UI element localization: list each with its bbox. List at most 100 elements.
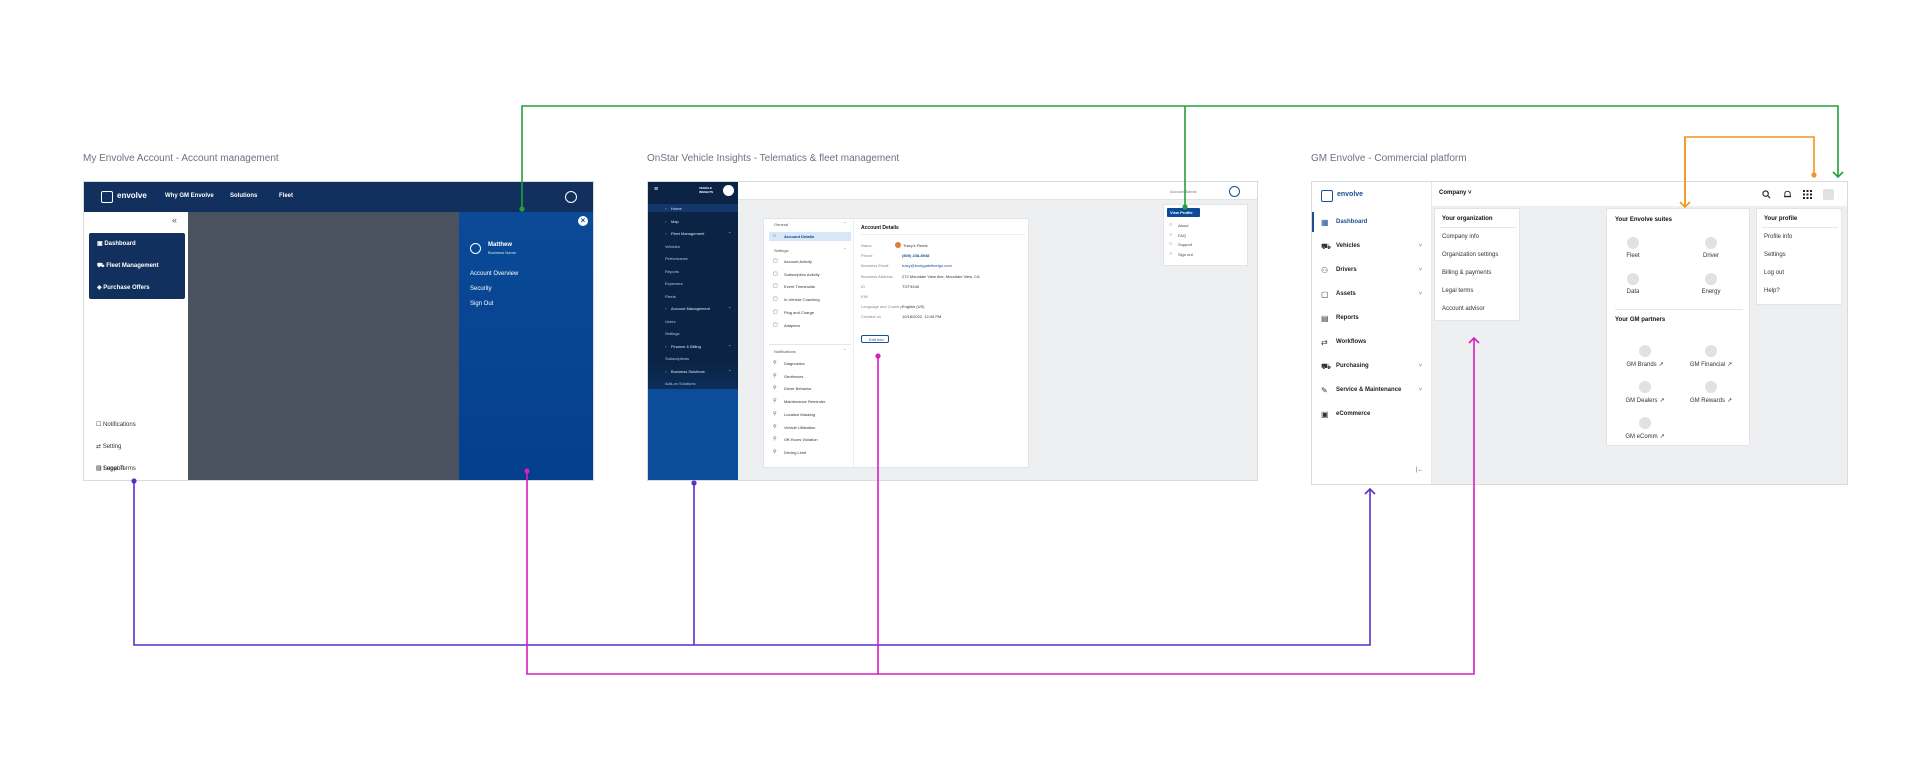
gm-nav-item[interactable]: Reports <box>1336 315 1359 321</box>
organization-menu-item[interactable]: Legal terms <box>1442 288 1474 294</box>
gm-nav-item[interactable]: eCommerce <box>1336 411 1371 417</box>
chevron-up-icon[interactable]: ⌃ <box>728 368 732 374</box>
onstar-nav-item[interactable]: ◦Finance & Billing <box>665 344 701 349</box>
nav-item-fleet[interactable]: Fleet <box>279 193 294 199</box>
settings-item-account-details[interactable]: ○ Account Details <box>769 232 851 241</box>
onstar-nav-item[interactable]: Add-on Solutions <box>665 381 695 386</box>
apps-grid-icon[interactable] <box>1803 190 1812 199</box>
collapse-sidebar-icon[interactable]: |← <box>1416 467 1424 473</box>
settings-item[interactable]: Subscription Activity <box>784 271 820 277</box>
chevron-up-icon[interactable]: ⌃ <box>843 348 847 353</box>
collapse-sidebar-icon[interactable]: « <box>172 215 178 225</box>
partner-link[interactable]: GM eComm↗ <box>1625 433 1664 440</box>
partner-link[interactable]: GM Dealers↗ <box>1625 397 1664 404</box>
suite-item[interactable]: Energy <box>1701 289 1721 295</box>
chevron-up-icon[interactable]: ⌃ <box>843 247 847 252</box>
profile-menu-item[interactable]: Support <box>1178 242 1193 247</box>
notification-item[interactable]: Off-Hours Violation <box>784 437 818 443</box>
sidebar-item-fleet-management[interactable]: ⛟ Fleet Management <box>97 262 159 270</box>
chevron-down-icon[interactable]: ˅ <box>1419 291 1422 297</box>
profile-menu-item[interactable]: Help? <box>1764 288 1780 294</box>
chevron-up-icon[interactable]: ⌃ <box>728 306 732 311</box>
profile-avatar-button[interactable] <box>565 191 577 203</box>
gm-nav-item[interactable]: Purchasing <box>1336 363 1369 369</box>
chevron-down-icon[interactable]: ˅ <box>1419 363 1422 369</box>
gm-nav-item[interactable]: Assets <box>1336 291 1356 297</box>
nav-item-solutions[interactable]: Solutions <box>230 193 258 199</box>
notification-item[interactable]: Driver Behavior <box>784 386 812 392</box>
link-sign-out[interactable]: Sign Out <box>470 301 494 307</box>
profile-menu-item[interactable]: Log out <box>1764 270 1785 276</box>
partner-link[interactable]: GM Brands↗ <box>1626 361 1663 368</box>
modal-overlay[interactable] <box>188 212 459 480</box>
notification-item[interactable]: Diagnostics <box>784 361 805 366</box>
footer-item-setting[interactable]: ⇄ Setting <box>96 443 121 450</box>
profile-menu-item[interactable]: FAQ <box>1178 232 1187 238</box>
settings-item[interactable]: Account Activity <box>784 259 813 264</box>
suite-item[interactable]: Data <box>1626 289 1640 295</box>
settings-item[interactable]: Event Thresholds <box>784 284 816 290</box>
footer-item-notifications[interactable]: ☐ Notifications <box>96 421 136 428</box>
bell-icon[interactable] <box>1783 190 1792 199</box>
organization-menu-item[interactable]: Organization settings <box>1442 252 1499 258</box>
notification-item[interactable]: Driving Limit <box>784 449 807 455</box>
settings-item[interactable]: In-Vehicle Coaching <box>784 297 820 303</box>
footer-item-legal-terms[interactable]: ▤ Legal Terms <box>96 465 136 472</box>
company-switcher[interactable]: Company ˅ <box>1439 190 1472 196</box>
onstar-nav-item[interactable]: Vehicles <box>665 244 680 249</box>
gm-nav-item[interactable]: Drivers <box>1336 267 1357 273</box>
profile-menu-item[interactable]: Profile info <box>1764 234 1793 240</box>
onstar-nav-item[interactable]: Reports <box>665 269 679 274</box>
view-profile-button[interactable]: View Profile <box>1167 208 1200 217</box>
onstar-nav-item[interactable]: ◦Fleet Management <box>665 231 704 236</box>
profile-avatar-button[interactable] <box>1823 189 1834 200</box>
suite-item[interactable]: Fleet <box>1626 253 1640 259</box>
partner-link[interactable]: GM Financial↗ <box>1690 361 1732 368</box>
gm-nav-item[interactable]: Vehicles <box>1336 243 1361 249</box>
chevron-up-icon[interactable]: ⌃ <box>843 221 847 226</box>
notification-item[interactable]: Geofences <box>784 373 804 379</box>
profile-menu-item[interactable]: About <box>1178 223 1189 228</box>
chevron-down-icon[interactable]: ˅ <box>1419 243 1422 249</box>
onstar-nav-item[interactable]: Performance <box>665 256 688 261</box>
onstar-nav-item[interactable]: ◦Map <box>665 219 679 224</box>
settings-item[interactable]: Plug and Charge <box>784 309 815 315</box>
profile-menu-item[interactable]: Sign out <box>1178 251 1193 257</box>
chevron-up-icon[interactable]: ⌃ <box>728 231 732 236</box>
onstar-nav-item[interactable]: ◦Home <box>665 206 682 211</box>
nav-item-why-gm[interactable]: Why GM Envolve <box>165 193 214 199</box>
onstar-nav-item[interactable]: Fleets <box>665 294 676 299</box>
sidebar-item-dashboard[interactable]: ▣ Dashboard <box>97 240 136 247</box>
chevron-down-icon[interactable]: ˅ <box>1419 267 1422 273</box>
link-account-overview[interactable]: Account Overview <box>470 271 519 277</box>
onstar-nav-item[interactable]: ◦Account Management <box>665 306 710 311</box>
chevron-up-icon[interactable]: ⌃ <box>728 343 732 349</box>
onstar-nav-item[interactable]: ◦Business Solutions <box>665 369 705 374</box>
partner-link[interactable]: GM Rewards↗ <box>1690 397 1732 404</box>
link-security[interactable]: Security <box>470 286 492 292</box>
settings-item[interactable]: Adapters <box>784 322 801 328</box>
suite-item[interactable]: Driver <box>1703 253 1719 259</box>
account-avatar-button[interactable] <box>1229 186 1240 197</box>
organization-menu-item[interactable]: Billing & payments <box>1442 270 1492 276</box>
edit-info-button[interactable]: Edit Info <box>861 335 889 343</box>
hamburger-menu-icon[interactable]: ≡ <box>654 186 659 193</box>
search-icon[interactable] <box>1762 190 1771 199</box>
organization-menu-item[interactable]: Account advisor <box>1442 306 1485 312</box>
close-icon[interactable]: × <box>578 216 588 226</box>
organization-menu-item[interactable]: Company info <box>1442 234 1480 240</box>
notification-item[interactable]: Vehicle Utilization <box>784 424 816 430</box>
profile-menu-item[interactable]: Settings <box>1764 252 1786 258</box>
chevron-down-icon[interactable]: ˅ <box>1419 387 1422 393</box>
gm-nav-item[interactable]: Dashboard <box>1336 219 1368 225</box>
notification-item[interactable]: Location Masking <box>784 411 816 417</box>
gm-nav-item[interactable]: Workflows <box>1336 339 1367 345</box>
notification-item[interactable]: Maintenance Reminder <box>784 399 826 405</box>
onstar-nav-item[interactable]: Users <box>665 319 675 324</box>
gm-nav-item[interactable]: Service & Maintenance <box>1336 387 1402 393</box>
onstar-nav-item[interactable]: Settings <box>665 331 679 336</box>
sidebar-item-purchase-offers[interactable]: ◈ Purchase Offers <box>97 284 150 291</box>
onstar-nav-item[interactable]: Subscriptions <box>665 356 689 361</box>
footer-item-support[interactable]: ☐ Support <box>96 465 124 472</box>
onstar-nav-item[interactable]: Expenses <box>665 281 683 286</box>
